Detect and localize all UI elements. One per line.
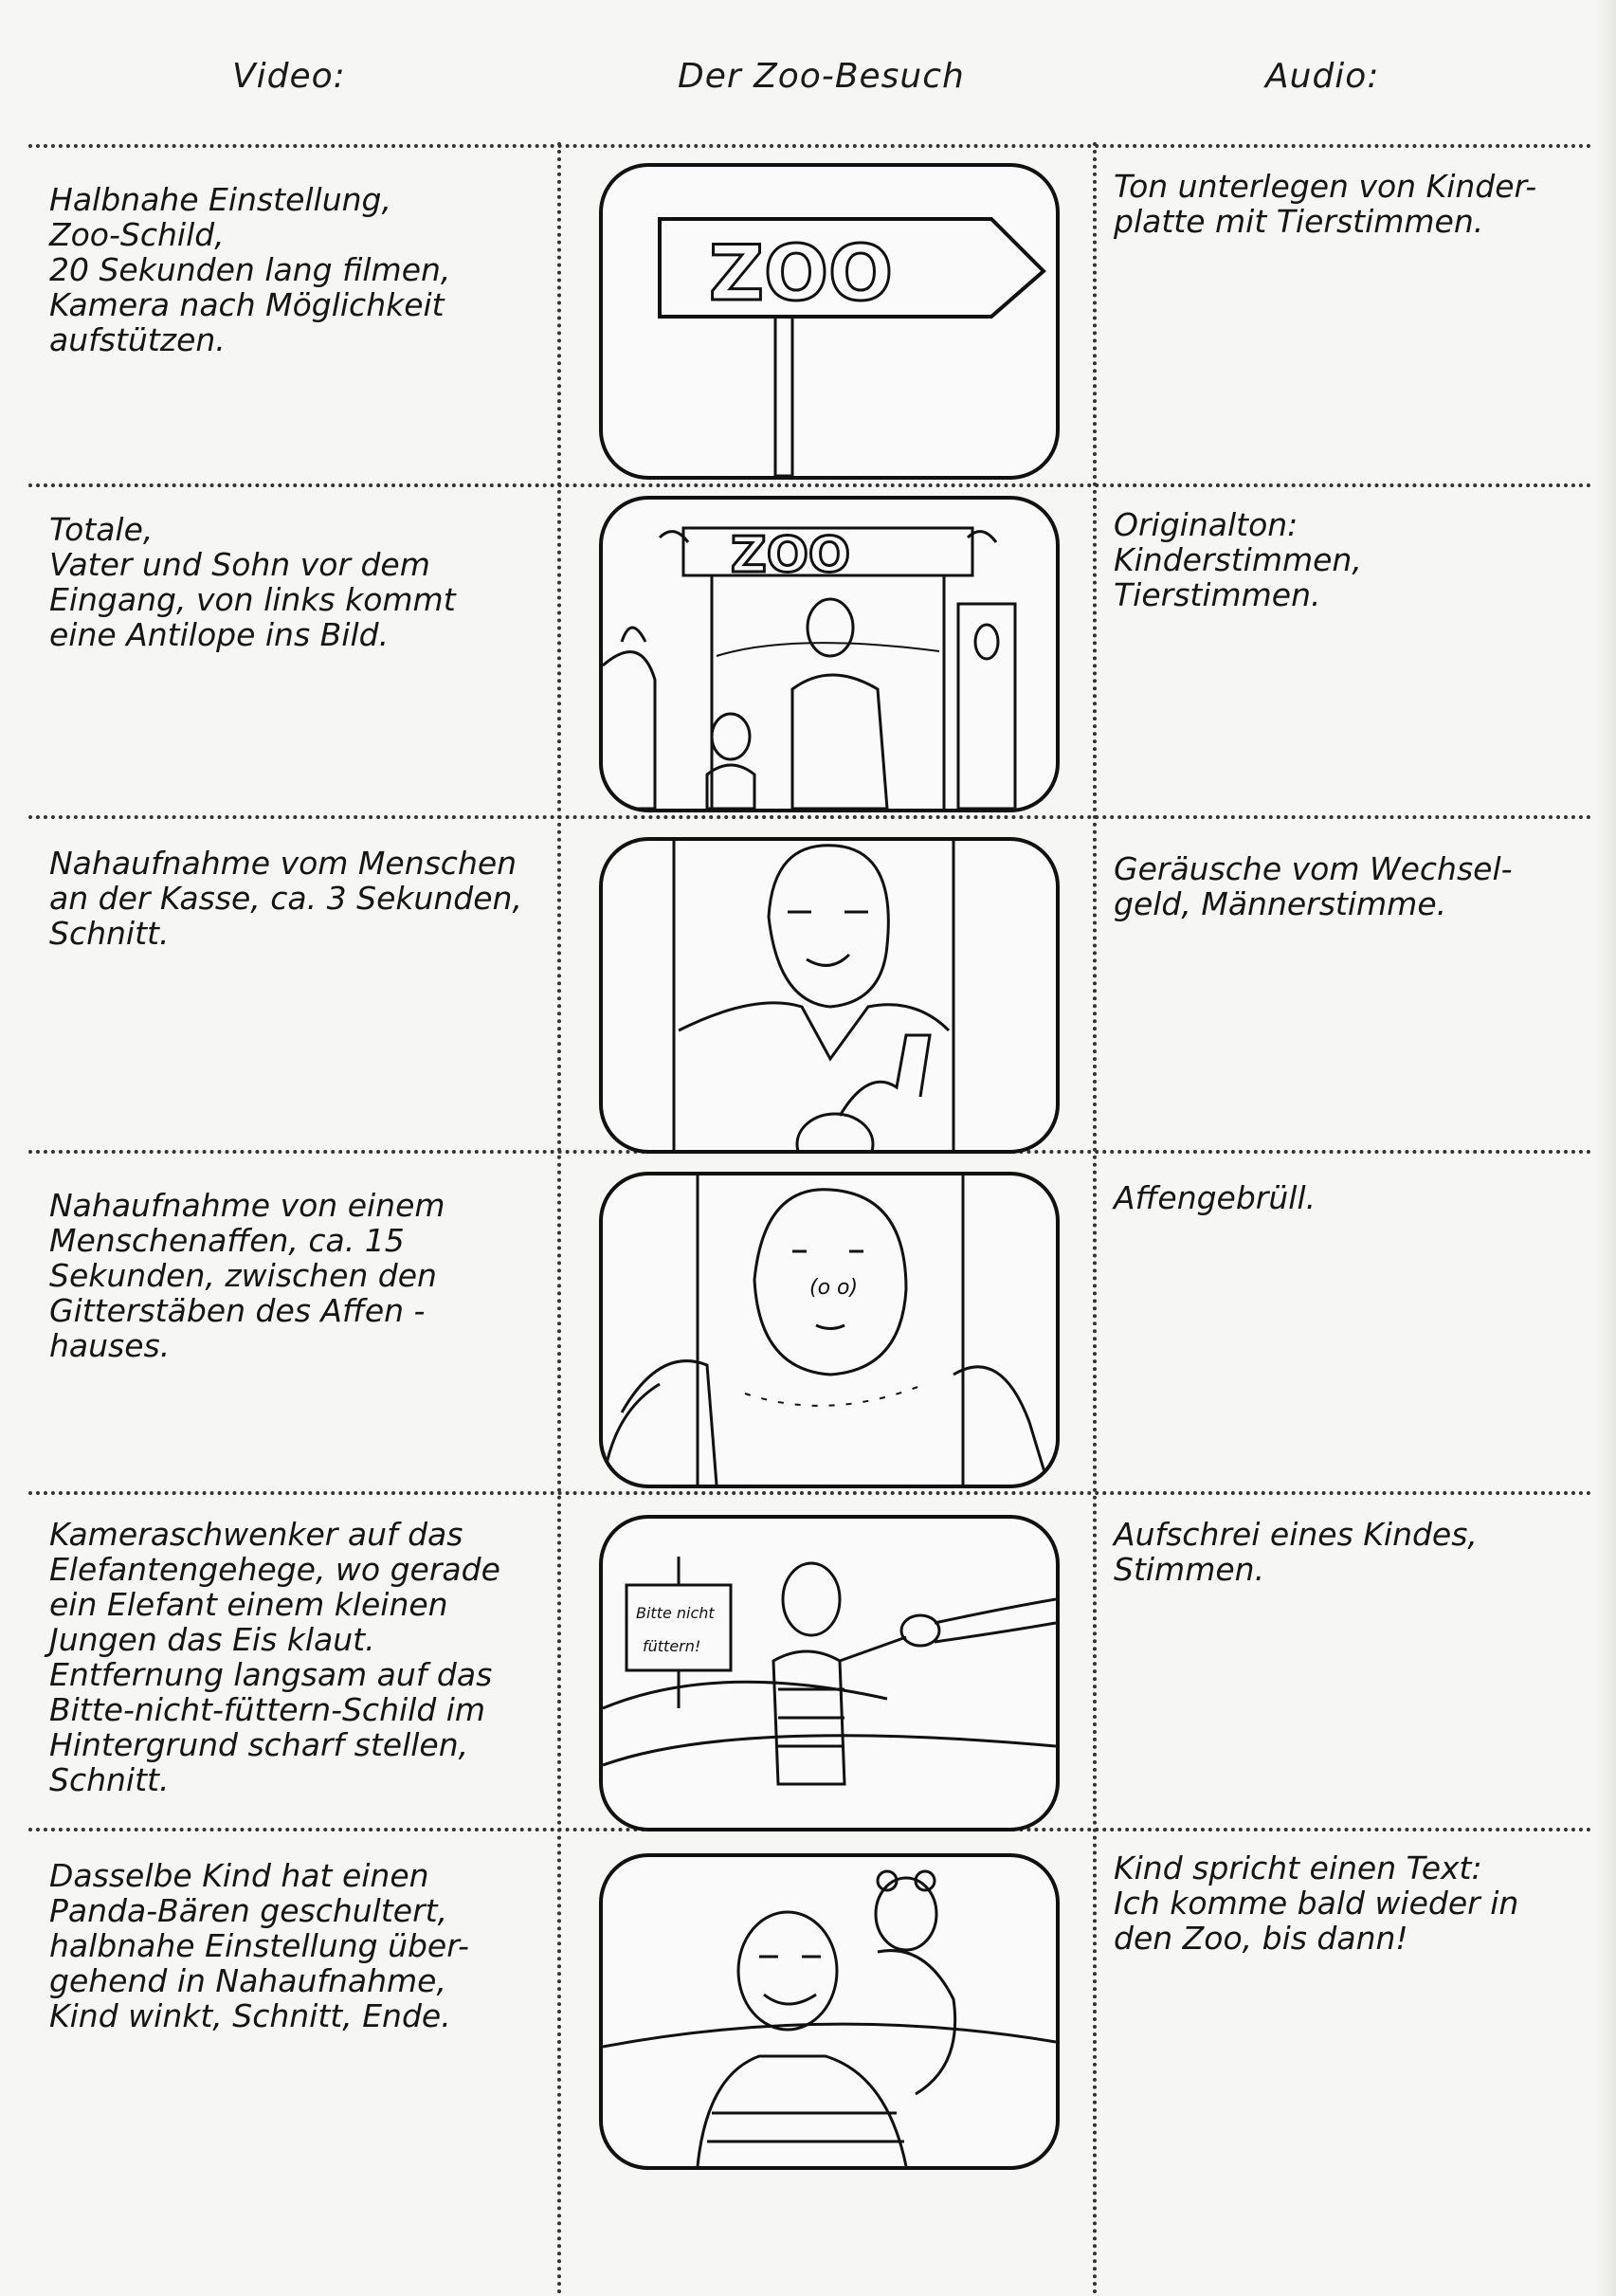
storyboard-frame-6 bbox=[599, 1853, 1060, 2170]
column-divider bbox=[557, 142, 561, 2296]
child-with-panda-drawing bbox=[603, 1869, 1056, 2166]
zoo-sign-text: ZOO bbox=[709, 229, 893, 318]
zoo-entrance-drawing: ZOO bbox=[603, 526, 1017, 809]
audio-description-1: Ton unterlegen von Kinder- platte mit Ti… bbox=[1114, 168, 1537, 240]
ape-drawing: (o o) bbox=[603, 1175, 1050, 1485]
audio-column-header: Audio: bbox=[1265, 57, 1380, 96]
audio-description-5: Aufschrei eines Kindes, Stimmen. bbox=[1114, 1516, 1478, 1588]
storyboard-title: Der Zoo-Besuch bbox=[678, 57, 965, 96]
zoo-sign-drawing: ZOO bbox=[658, 217, 1046, 476]
entrance-sign-text: ZOO bbox=[731, 527, 850, 584]
feeding-sign-line2: füttern! bbox=[643, 1637, 700, 1655]
feeding-sign-line1: Bitte nicht bbox=[636, 1604, 715, 1622]
video-description-1: Halbnahe Einstellung, Zoo-Schild, 20 Sek… bbox=[49, 181, 451, 358]
video-description-6: Dasselbe Kind hat einen Panda-Bären gesc… bbox=[49, 1857, 469, 2034]
storyboard-frame-1: ZOO bbox=[599, 163, 1060, 480]
row-divider bbox=[28, 483, 1592, 487]
elephant-enclosure-drawing: Bitte nicht füttern! bbox=[603, 1557, 1056, 1786]
video-description-5: Kameraschwenker auf das Elefantengehege,… bbox=[49, 1516, 500, 1798]
page-edge-shadow bbox=[1595, 0, 1616, 2296]
row-divider bbox=[28, 815, 1592, 819]
audio-description-3: Geräusche vom Wechsel- geld, Männerstimm… bbox=[1114, 850, 1513, 922]
video-description-2: Totale, Vater und Sohn vor dem Eingang, … bbox=[49, 511, 456, 653]
storyboard-frame-2: ZOO bbox=[599, 496, 1060, 812]
video-column-header: Video: bbox=[232, 57, 346, 96]
row-divider bbox=[28, 144, 1592, 148]
column-divider bbox=[1093, 142, 1097, 2296]
ape-nose: (o o) bbox=[809, 1276, 858, 1300]
storyboard-frame-4: (o o) bbox=[599, 1172, 1060, 1488]
row-divider bbox=[28, 1491, 1592, 1495]
video-description-3: Nahaufnahme vom Menschen an der Kasse, c… bbox=[49, 845, 522, 952]
cashier-drawing bbox=[672, 841, 955, 1150]
storyboard-frame-5: Bitte nicht füttern! bbox=[599, 1515, 1060, 1831]
audio-description-4: Affengebrüll. bbox=[1114, 1179, 1316, 1216]
storyboard-frame-3 bbox=[599, 837, 1060, 1154]
video-description-4: Nahaufnahme von einem Menschenaffen, ca.… bbox=[49, 1187, 445, 1364]
audio-description-2: Originalton: Kinderstimmen, Tierstimmen. bbox=[1114, 506, 1362, 613]
audio-description-6: Kind spricht einen Text: Ich komme bald … bbox=[1114, 1850, 1519, 1957]
